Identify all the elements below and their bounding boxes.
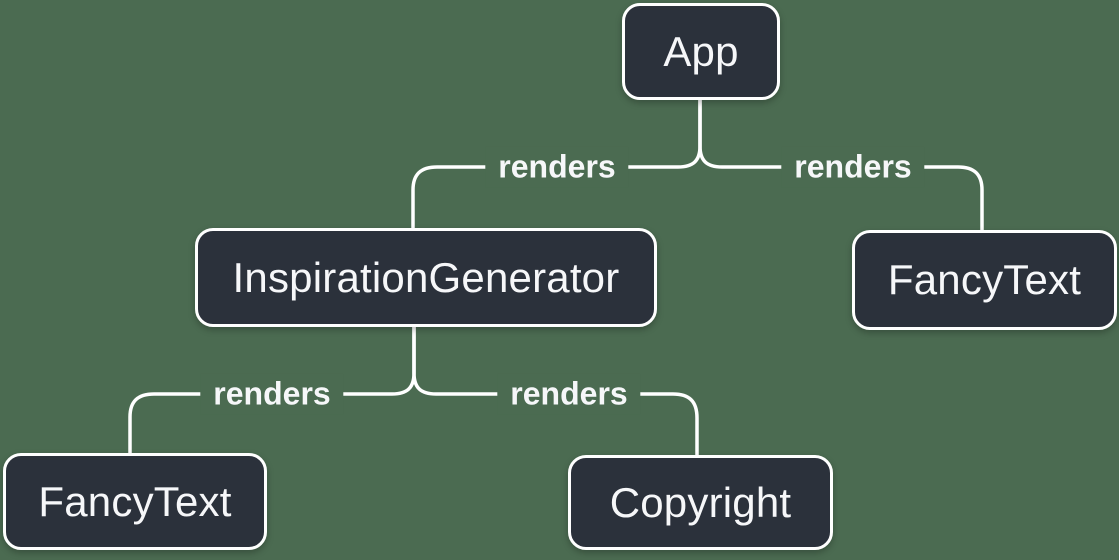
edge-label-inspirationgenerator-copyright: renders [497, 373, 641, 415]
edge-label-app-fancytext: renders [781, 146, 925, 188]
node-copyright: Copyright [568, 455, 833, 550]
edge-label-inspirationgenerator-fancytext: renders [200, 373, 344, 415]
node-fancy-text-top: FancyText [852, 230, 1117, 330]
edge-label-app-inspirationgenerator: renders [485, 146, 629, 188]
node-fancy-text-bottom: FancyText [3, 453, 267, 550]
node-inspiration-generator: InspirationGenerator [195, 228, 657, 327]
node-app: App [622, 3, 780, 100]
